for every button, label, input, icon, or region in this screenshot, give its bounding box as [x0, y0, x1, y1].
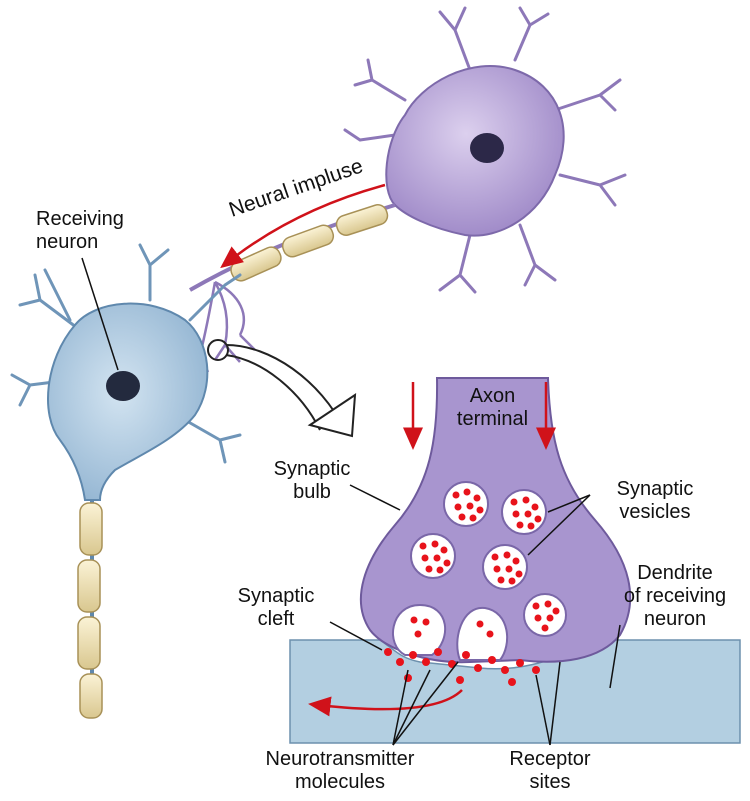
label-line: neuron [36, 231, 99, 253]
label-synaptic-vesicles: Synaptic vesicles [605, 478, 705, 524]
label-line: Axon [469, 385, 516, 407]
sending-neuron [343, 6, 627, 294]
label-line: sites [529, 771, 571, 793]
label-dendrite-of-receiving-neuron: Dendrite of receiving neuron [610, 562, 740, 631]
label-line: neuron [643, 608, 707, 630]
impulse-arrow [220, 183, 386, 269]
label-synaptic-cleft: Synaptic cleft [226, 585, 326, 631]
label-line: of receiving [623, 585, 727, 607]
label-line: terminal [456, 408, 529, 430]
label-neurotransmitter-molecules: Neurotransmitter molecules [240, 748, 440, 794]
label-line: Synaptic [273, 458, 351, 480]
signal-arrow [308, 689, 463, 717]
label-receptor-sites: Receptor sites [495, 748, 605, 794]
label-line: Receiving [36, 208, 124, 230]
label-line: Neurotransmitter [265, 748, 415, 770]
label-line: Synaptic [616, 478, 694, 500]
label-line: molecules [294, 771, 386, 793]
zoom-indicator [207, 339, 357, 438]
synaptic-bulb [359, 377, 632, 686]
label-line: Receptor [509, 748, 591, 770]
label-synaptic-bulb: Synaptic bulb [262, 458, 362, 504]
leader-lines [81, 257, 621, 746]
neurotransmitter-molecules [384, 648, 540, 686]
label-receiving-neuron: Receiving neuron [36, 208, 124, 254]
label-axon-terminal: Axon terminal [440, 385, 545, 431]
terminal-flow-arrows [403, 382, 556, 450]
receiving-neuron [10, 243, 242, 719]
label-line: Dendrite [637, 562, 713, 584]
label-line: cleft [257, 608, 295, 630]
label-line: vesicles [619, 501, 691, 523]
label-line: bulb [293, 481, 331, 503]
label-line: Synaptic [237, 585, 315, 607]
